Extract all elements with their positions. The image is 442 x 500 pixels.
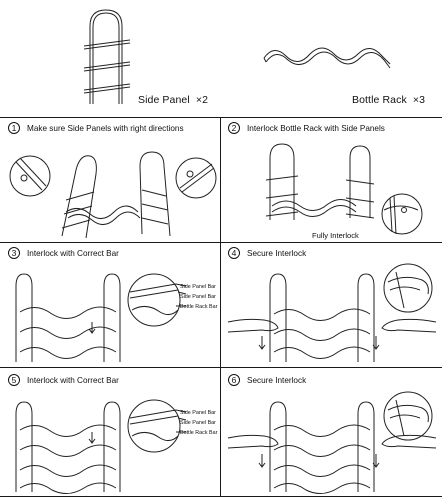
callout-bottle-rack-bar: Bottle Rack Bar	[180, 304, 218, 310]
step-2-heading: 2 Interlock Bottle Rack with Side Panels	[228, 122, 385, 134]
step-6-heading: 6 Secure Interlock	[228, 374, 306, 386]
divider-bottom	[0, 496, 442, 497]
fully-interlock-note: Fully Interlock	[312, 231, 359, 240]
step-5-heading: 5 Interlock with Correct Bar	[8, 374, 119, 386]
step-1-illustration	[9, 151, 217, 239]
step-number-badge: 2	[228, 122, 240, 134]
divider-row-1	[0, 242, 442, 243]
step-6-text: Secure Interlock	[247, 375, 307, 385]
step-5-text: Interlock with Correct Bar	[27, 375, 119, 385]
step-4-text: Secure Interlock	[247, 248, 307, 258]
side-panel-label: Side Panel ×2	[138, 94, 209, 106]
step-6-illustration	[227, 391, 437, 494]
step-number-badge: 4	[228, 247, 240, 259]
step-4-illustration	[227, 263, 437, 362]
step-1-heading: 1 Make sure Side Panels with right direc…	[8, 122, 184, 134]
step-1-text: Make sure Side Panels with right directi…	[27, 123, 184, 133]
step-2-text: Interlock Bottle Rack with Side Panels	[247, 123, 385, 133]
callout-bottle-rack-bar: Bottle Rack Bar	[180, 430, 218, 436]
step-number-badge: 5	[8, 374, 20, 386]
step-3-illustration	[15, 273, 187, 362]
step-3-text: Interlock with Correct Bar	[27, 248, 119, 258]
divider-top	[0, 117, 442, 118]
step-4-heading: 4 Secure Interlock	[228, 247, 306, 259]
divider-row-2	[0, 367, 442, 368]
step-number-badge: 6	[228, 374, 240, 386]
divider-vertical	[220, 117, 221, 497]
step-3-heading: 3 Interlock with Correct Bar	[8, 247, 119, 259]
callout-side-panel-bar: Side Panel Bar	[180, 420, 216, 426]
bottle-rack-illustration	[263, 47, 391, 69]
step-number-badge: 3	[8, 247, 20, 259]
callout-side-panel-bar: Side Panel Bar	[180, 294, 216, 300]
step-number-badge: 1	[8, 122, 20, 134]
callout-side-panel-bar: Side Panel Bar	[180, 284, 216, 290]
step-2-illustration	[265, 143, 423, 235]
side-panel-illustration	[83, 9, 131, 104]
bottle-rack-label: Bottle Rack ×3	[352, 94, 426, 106]
callout-side-panel-bar: Side Panel Bar	[180, 410, 216, 416]
step-5-illustration	[15, 399, 187, 494]
